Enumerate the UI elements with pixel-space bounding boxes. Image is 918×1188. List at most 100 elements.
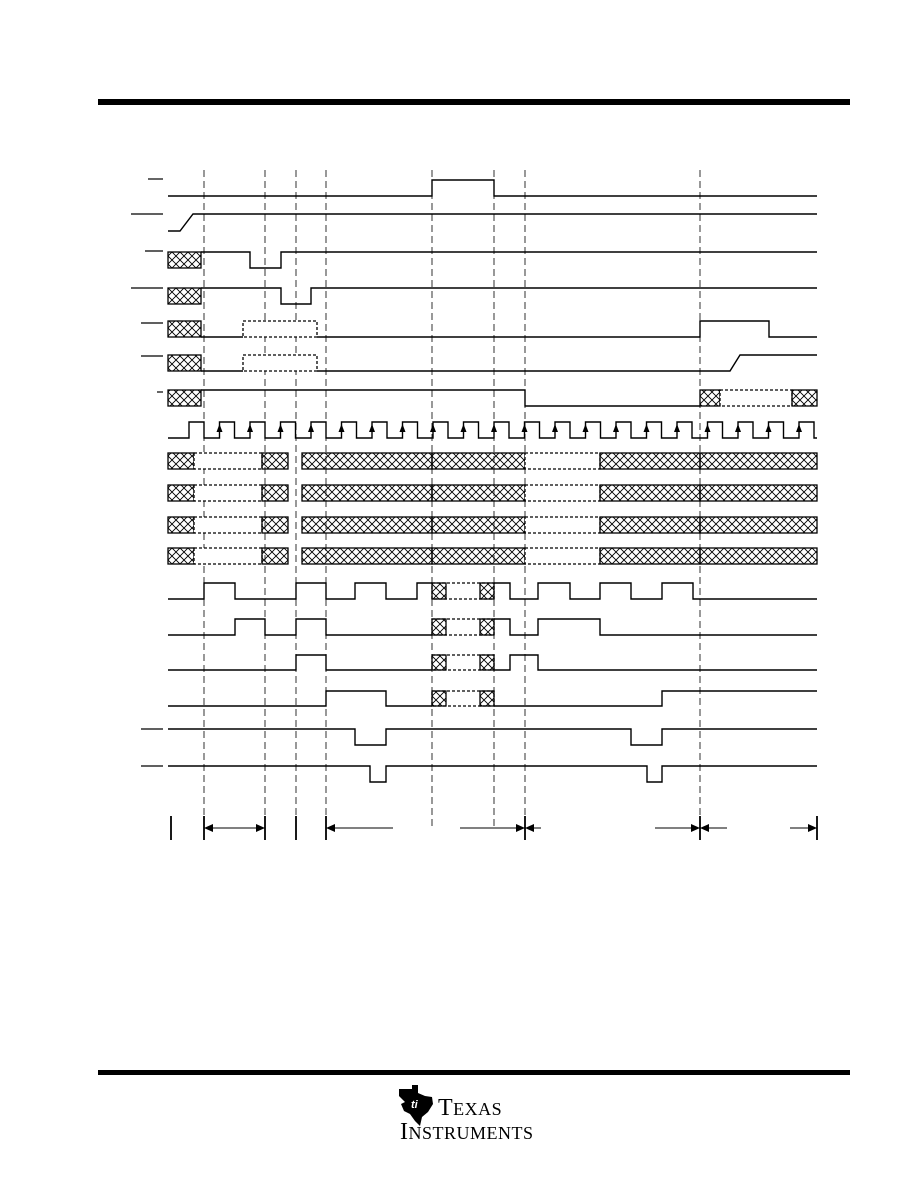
rising-edge-arrow (338, 424, 345, 432)
signal-row-9-bus-segment (599, 484, 701, 502)
rising-edge-arrow (460, 424, 467, 432)
signal-row-9-bus-segment (261, 484, 289, 502)
signal-row-2 (201, 251, 817, 269)
signal-row-9-bus-segment (699, 484, 818, 502)
signal-row-7-clock (168, 421, 817, 439)
signal-row-11-bus-segment (193, 547, 263, 565)
signal-row-15-edge-segment (479, 690, 495, 707)
signal-row-4-valid (242, 320, 318, 338)
signal-row-12-tail (494, 582, 817, 600)
rising-edge-arrow (369, 424, 375, 432)
signal-row-6-unknown (167, 389, 202, 407)
signal-row-8-bus-segment (193, 452, 263, 470)
signal-row-16 (168, 728, 817, 746)
signal-row-15-edge-segment (431, 690, 447, 707)
signal-row-4-unknown (167, 320, 202, 338)
signal-row-12-edge-segment (431, 582, 447, 600)
signal-row-10-bus-segment (167, 516, 195, 534)
signal-row-11-bus-segment (599, 547, 701, 565)
signal-row-9-bus-segment (167, 484, 195, 502)
signal-row-0 (168, 179, 817, 197)
signal-row-5-unknown (167, 354, 202, 372)
signal-row-5-tail (317, 354, 817, 372)
signal-row-9-bus-segment (524, 484, 601, 502)
signal-row-12-edge (431, 582, 495, 600)
interval-arrowhead (516, 824, 525, 832)
signal-row-14-edge (431, 654, 495, 671)
rising-edge-arrow (765, 424, 772, 432)
rising-edge-arrow (735, 424, 741, 432)
signal-row-10-bus-segment (599, 516, 701, 534)
texas-state-ti-icon: ti (399, 1085, 433, 1126)
ti-logo: ti TEXAS INSTRUMENTS (396, 1080, 556, 1144)
signal-row-3-unknown (167, 287, 202, 305)
signal-row-6-bus (699, 389, 818, 407)
svg-text:ti: ti (411, 1099, 419, 1111)
signal-row-10-bus-segment (193, 516, 263, 534)
interval-arrowhead (326, 824, 335, 832)
rising-edge-arrow (552, 424, 558, 432)
logo-line-texas: TEXAS (438, 1096, 502, 1120)
rising-edge-arrow (521, 424, 528, 432)
interval-markers (170, 816, 818, 840)
interval-arrowhead (808, 824, 817, 832)
signal-row-10-bus (167, 516, 818, 534)
signal-row-14-edge-segment (479, 654, 495, 671)
signal-row-8-bus-segment (431, 452, 526, 470)
signal-row-4-tail (317, 320, 817, 338)
signal-row-15-tail (494, 690, 817, 707)
signal-row-10-bus-segment (524, 516, 601, 534)
signal-row-10-bus-segment (301, 516, 433, 534)
rising-edge-arrow (643, 424, 650, 432)
signal-row-8-bus-segment (167, 452, 195, 470)
signal-row-11-bus-segment (524, 547, 601, 565)
signal-row-8-bus-segment (699, 452, 818, 470)
signal-waveforms (131, 178, 818, 783)
header-rule (98, 99, 850, 105)
signal-row-8-bus-segment (301, 452, 433, 470)
interval-arrowhead (691, 824, 700, 832)
logo-instruments-initial: I (400, 1119, 409, 1145)
signal-row-2-unknown (167, 251, 202, 269)
logo-line-instruments: INSTRUMENTS (400, 1120, 534, 1144)
signal-row-17 (168, 765, 817, 783)
signal-row-11-bus-segment (261, 547, 289, 565)
signal-row-11-bus-segment (431, 547, 526, 565)
rising-edge-arrow (399, 424, 406, 432)
signal-row-13-edge (431, 618, 495, 636)
signal-row-8-bus (167, 452, 818, 470)
signal-row-13-edge-segment (431, 618, 447, 636)
signal-row-14-tail (494, 654, 817, 671)
signal-row-9-bus-segment (193, 484, 263, 502)
signal-row-11-bus (167, 547, 818, 565)
rising-edge-arrow (430, 424, 436, 432)
timing-diagram (131, 170, 818, 840)
signal-row-14-edge-segment (431, 654, 447, 671)
rising-edge-arrow (613, 424, 619, 432)
interval-arrowhead (525, 824, 534, 832)
signal-row-12 (168, 582, 432, 600)
signal-row-13-edge-segment (479, 618, 495, 636)
signal-row-10-bus-segment (699, 516, 818, 534)
logo-texas-rest: EXAS (453, 1099, 503, 1119)
rising-edge-arrow (247, 424, 253, 432)
signal-row-6-bus-segment (719, 389, 793, 407)
signal-row-14 (168, 654, 432, 671)
signal-row-1 (168, 213, 817, 232)
rising-edge-arrow (216, 424, 223, 432)
interval-arrowhead (700, 824, 709, 832)
signal-row-8-bus-segment (524, 452, 601, 470)
timing-guide-lines (203, 170, 701, 830)
interval-arrowhead (256, 824, 265, 832)
rising-edge-arrow (674, 424, 680, 432)
signal-row-9-bus-segment (431, 484, 526, 502)
logo-texas-initial: T (438, 1095, 454, 1121)
rising-edge-arrow (308, 424, 314, 432)
signal-row-12-edge-segment (479, 582, 495, 600)
signal-row-9-bus (167, 484, 818, 502)
logo-instruments-rest: NSTRUMENTS (408, 1123, 534, 1143)
rising-edge-arrow (491, 424, 497, 432)
signal-row-3 (201, 287, 817, 305)
signal-row-8-bus-segment (261, 452, 289, 470)
signal-row-15 (168, 690, 432, 707)
